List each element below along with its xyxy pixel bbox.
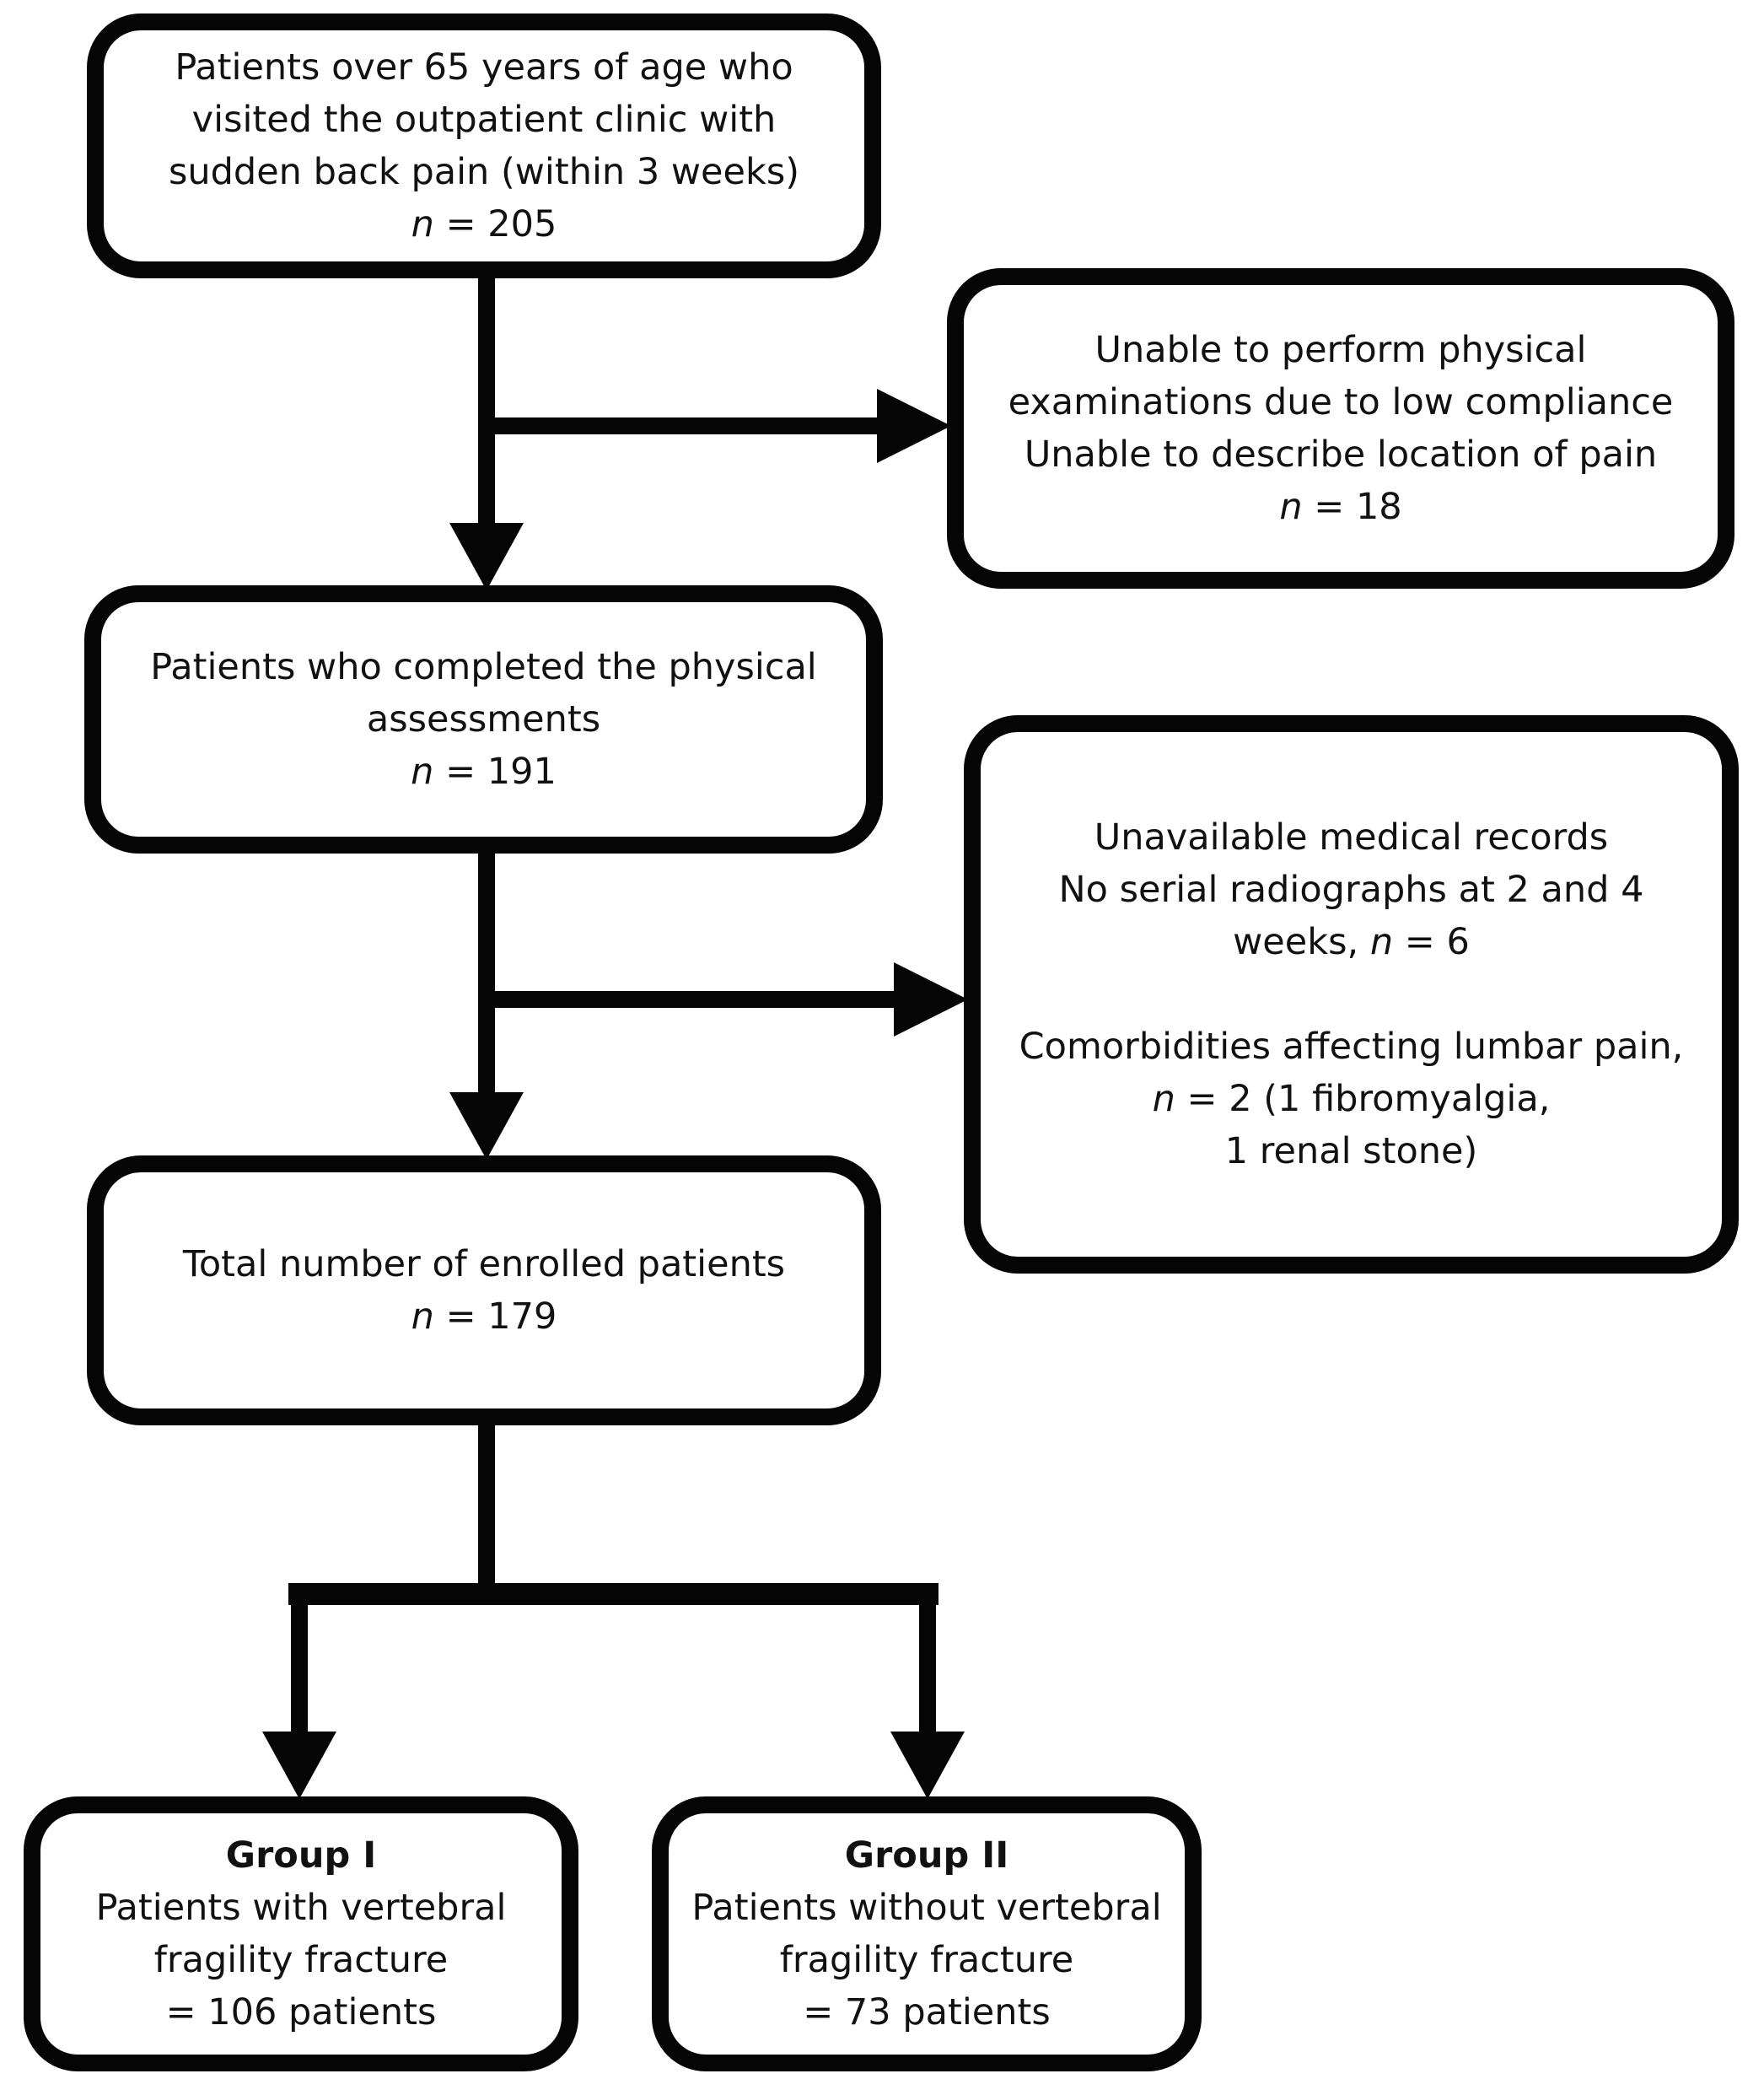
- box-text-line: Unable to perform physical: [1094, 329, 1587, 371]
- arrowhead-enrolled: [449, 1092, 524, 1160]
- box-text-line: Group II: [844, 1834, 1009, 1877]
- box-text-line: fragility fracture: [779, 1939, 1074, 1981]
- box-text-line: n = 205: [411, 203, 557, 245]
- box-text-line: Patients who completed the physical: [150, 646, 817, 688]
- box-group-1: Group I Patients with vertebral fragility …: [24, 1796, 578, 2071]
- arrowhead-group2: [890, 1732, 965, 1799]
- box-text-line: Unavailable medical records: [1094, 816, 1609, 859]
- box-text-line: No serial radiographs at 2 and 4: [1058, 869, 1644, 911]
- box-text-line: n = 179: [411, 1295, 557, 1338]
- box-text-line: Group I: [225, 1834, 377, 1877]
- box-text-line: Patients without vertebral: [691, 1887, 1162, 1929]
- box-text-line: fragility fracture: [153, 1939, 449, 1981]
- box-text-line: 1 renal stone): [1224, 1130, 1478, 1172]
- box-text-line: n = 191: [411, 751, 557, 793]
- arrowhead-exclusion-1: [877, 389, 951, 463]
- box-excluded-low-compliance: Unable to perform physical examinations d…: [947, 268, 1734, 589]
- box-text-line: Unable to describe location of pain: [1024, 434, 1658, 476]
- arrowhead-completed: [449, 523, 524, 590]
- box-text-line: assessments: [366, 698, 601, 741]
- box-text-line: [1346, 968, 1358, 1021]
- box-excluded-records-comorbidities: Unavailable medical records No serial rad…: [964, 715, 1739, 1274]
- box-text-line: n = 18: [1279, 486, 1402, 528]
- box-text-line: weeks, n = 6: [1233, 921, 1470, 963]
- box-text-line: = 106 patients: [165, 1991, 437, 2033]
- box-text-line: visited the outpatient clinic with: [191, 99, 777, 141]
- arrowhead-exclusion-2: [894, 962, 968, 1037]
- box-text-line: = 73 patients: [803, 1991, 1051, 2033]
- arrowhead-group1: [262, 1732, 336, 1799]
- box-text-line: Total number of enrolled patients: [182, 1243, 786, 1285]
- box-text-line: sudden back pain (within 3 weeks): [168, 151, 800, 193]
- box-total-enrolled: Total number of enrolled patients n = 179: [87, 1155, 881, 1425]
- box-text-line: examinations due to low compliance: [1008, 381, 1674, 423]
- box-text-line: Patients with vertebral: [95, 1887, 507, 1929]
- box-eligible-patients: Patients over 65 years of age who visited…: [87, 13, 881, 278]
- box-text-line: Comorbidities affecting lumbar pain,: [1019, 1026, 1684, 1068]
- box-text-line: Patients over 65 years of age who: [175, 46, 793, 89]
- box-text-line: n = 2 (1 fibromyalgia,: [1152, 1078, 1551, 1120]
- box-group-2: Group II Patients without vertebral fragil…: [652, 1796, 1202, 2071]
- box-completed-assessments: Patients who completed the physical asses…: [84, 585, 883, 854]
